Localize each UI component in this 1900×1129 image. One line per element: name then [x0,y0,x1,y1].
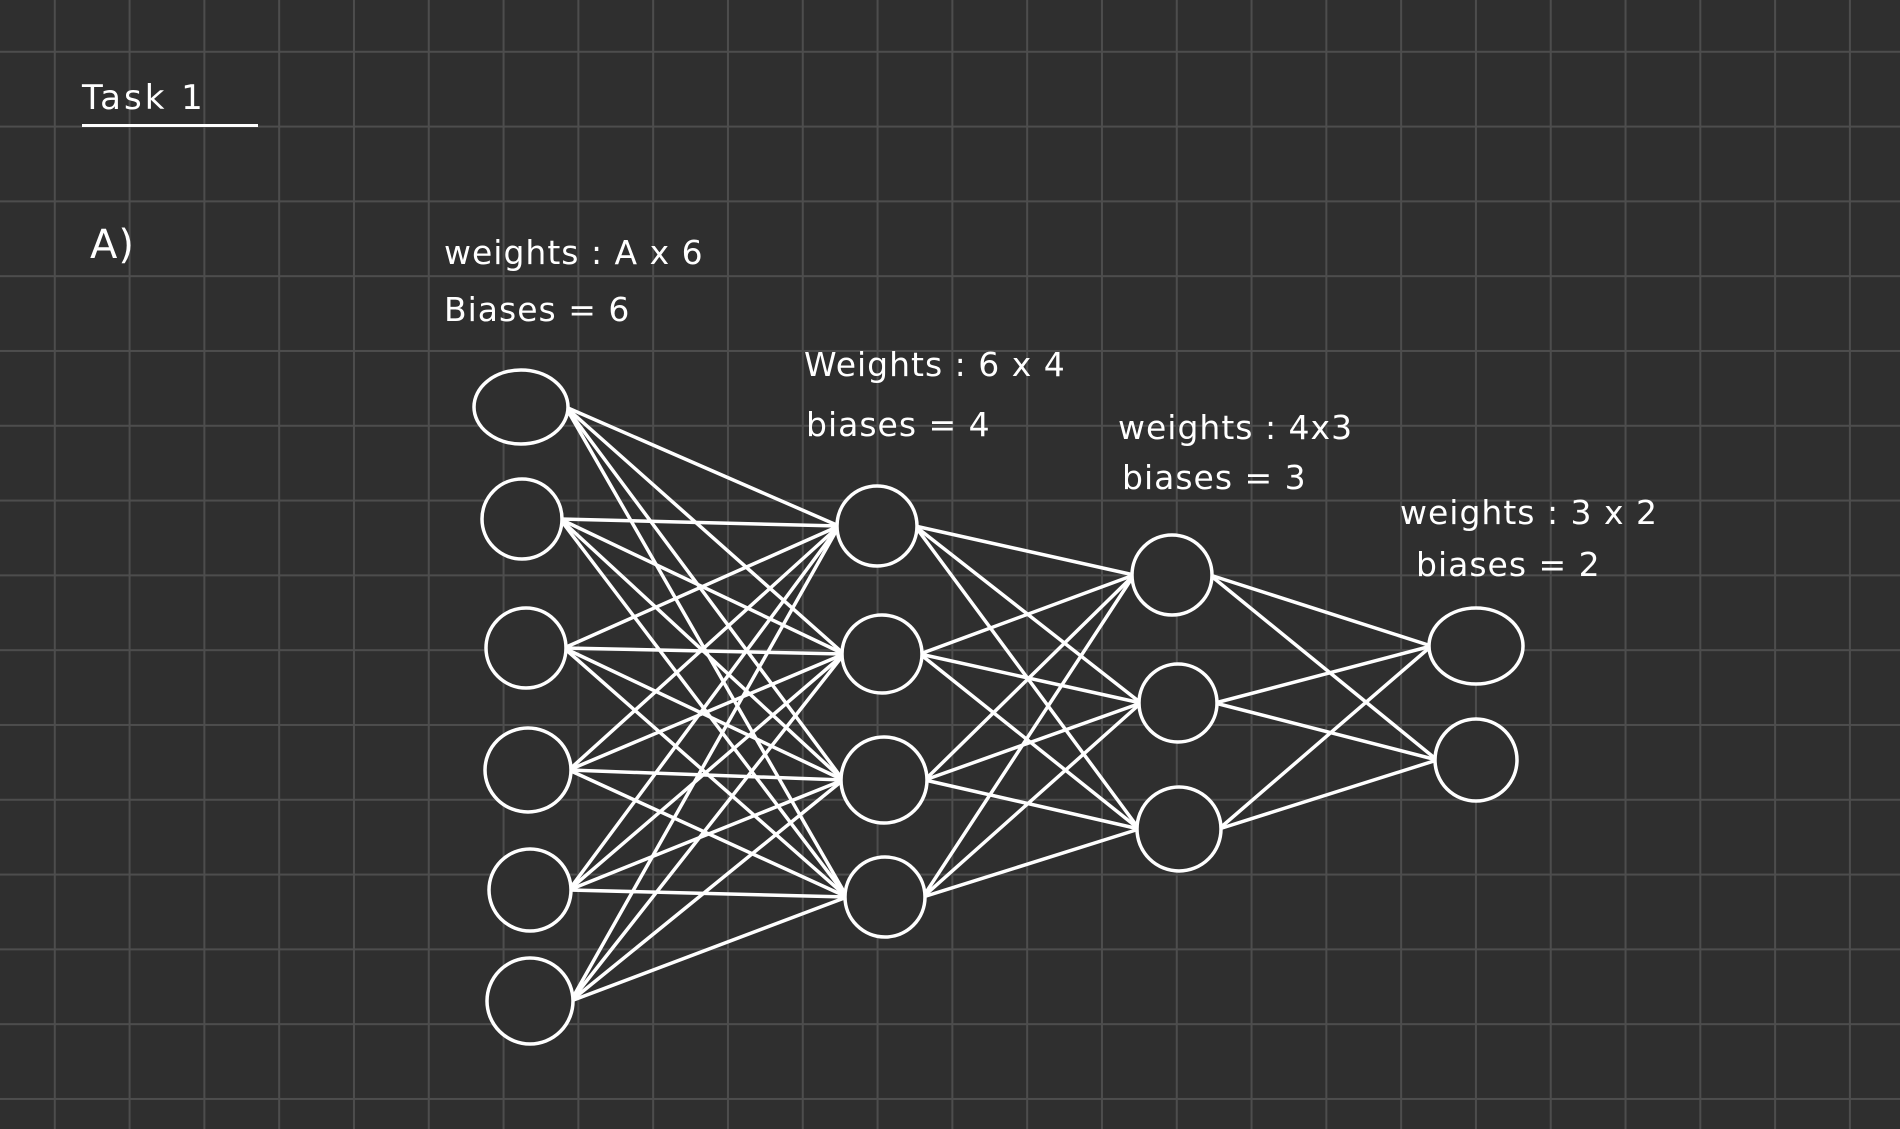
part-label: A) [90,222,135,268]
edge-l3-n2-to-l4-n1 [1213,644,1434,705]
edge-l2-n3-to-l3-n2 [923,701,1143,782]
edge-l1-n6-to-l2-n2 [569,652,846,1003]
edge-l2-n3-to-l3-n3 [923,778,1141,831]
neuron-l2-n4 [843,855,927,939]
neuron-l1-n6 [485,956,575,1046]
edge-l1-n3-to-l2-n2 [562,646,846,656]
neuron-l1-n1 [472,368,570,446]
edge-l3-n3-to-l4-n1 [1217,644,1434,831]
edge-l1-n4-to-l2-n3 [567,768,845,782]
neuron-l4-n1 [1427,606,1525,686]
edge-l3-n3-to-l4-n2 [1217,758,1439,831]
edge-l1-n5-to-l2-n3 [567,778,845,892]
edge-l1-n6-to-l2-n4 [569,895,849,1003]
neuron-l3-n1 [1130,533,1214,617]
layer-4-biases-label: biases = 2 [1416,545,1601,584]
neuron-l1-n3 [484,606,568,690]
layer-2-biases-label: biases = 4 [806,405,991,444]
layer-2-weights-label: Weights : 6 x 4 [804,345,1066,384]
edge-l1-n2-to-l2-n1 [558,517,841,528]
edge-l1-n5-to-l2-n2 [567,652,846,892]
layer-1-weights-label: weights : A x 6 [444,233,704,272]
edge-l2-n4-to-l3-n1 [921,573,1136,899]
edge-l1-n1-to-l2-n1 [563,405,841,528]
neuron-l3-n3 [1135,785,1223,873]
neuron-l4-n2 [1433,717,1519,803]
edge-l1-n1-to-l2-n3 [563,405,845,782]
layer-3-weights-label: weights : 4x3 [1118,408,1354,447]
edge-l1-n4-to-l2-n2 [567,652,846,772]
neurons [472,368,1525,1046]
layer-4-weights-label: weights : 3 x 2 [1400,493,1659,532]
edge-l2-n4-to-l3-n3 [921,827,1141,899]
layer-1-biases-label: Biases = 6 [444,290,631,329]
edge-l2-n2-to-l3-n1 [918,573,1136,656]
edge-l3-n2-to-l4-n2 [1213,701,1439,762]
page-title: Task 1 [82,78,258,127]
neuron-l1-n5 [487,847,573,933]
neuron-l2-n3 [839,735,929,825]
edge-l1-n1-to-l2-n2 [563,405,846,656]
neuron-l2-n2 [840,613,924,695]
edge-l3-n1-to-l4-n2 [1208,573,1439,762]
edge-l3-n1-to-l4-n1 [1208,573,1434,648]
edge-l2-n4-to-l3-n2 [921,701,1143,899]
edge-l1-n6-to-l2-n3 [569,778,845,1003]
edge-l1-n5-to-l2-n1 [567,524,841,892]
connections [558,405,1439,1003]
neuron-l3-n2 [1137,662,1219,744]
edge-l1-n6-to-l2-n1 [569,524,841,1003]
edge-l1-n3-to-l2-n1 [562,524,841,650]
neuron-l1-n4 [483,726,573,814]
neuron-l2-n1 [835,484,919,568]
edge-l1-n5-to-l2-n4 [567,888,849,899]
edge-l2-n1-to-l3-n1 [913,524,1136,577]
edge-l1-n4-to-l2-n1 [567,524,841,772]
edge-l2-n3-to-l3-n1 [923,573,1136,782]
layer-3-biases-label: biases = 3 [1122,458,1307,497]
neuron-l1-n2 [480,477,564,561]
